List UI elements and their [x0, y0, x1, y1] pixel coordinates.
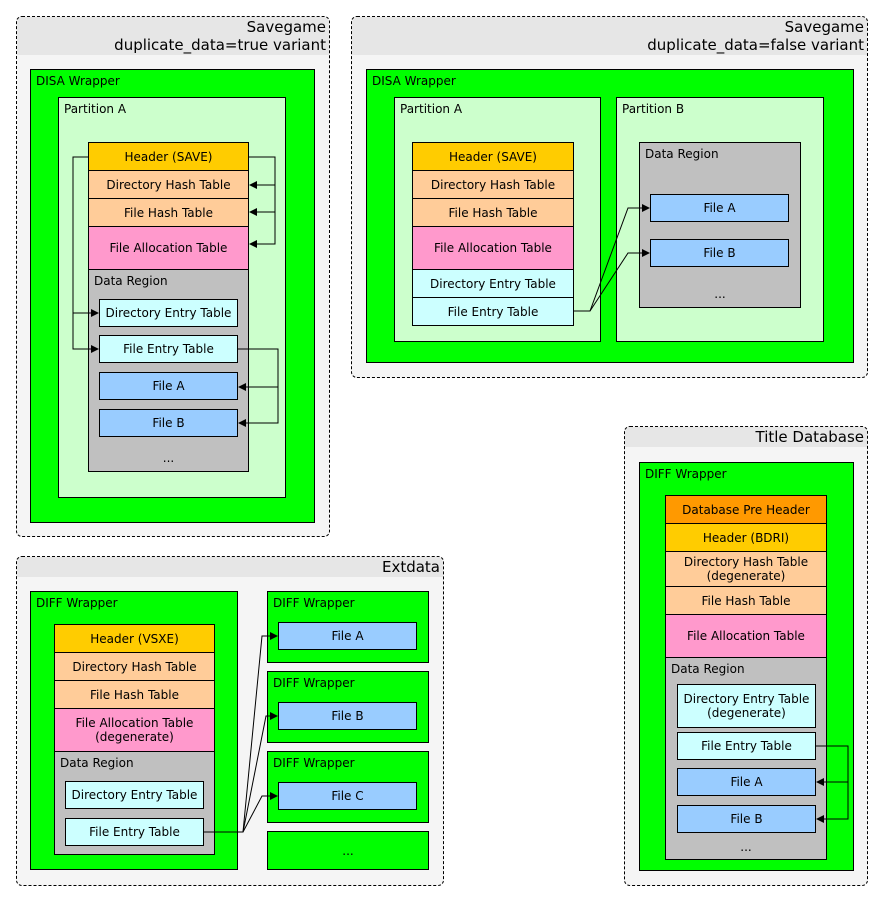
- cell-line: Directory Hash Table: [683, 555, 809, 569]
- header-block: Header (SAVE): [88, 142, 249, 171]
- cell-line: (degenerate): [707, 706, 786, 720]
- file-entry-table: File Entry Table: [99, 335, 238, 363]
- wrapper-label: DISA Wrapper: [36, 74, 120, 88]
- cell-line: Directory Entry Table: [683, 692, 810, 706]
- header-block: Header (VSXE): [54, 624, 215, 653]
- ellipsis: ...: [162, 451, 175, 465]
- file-hash-table: File Hash Table: [54, 680, 215, 709]
- wrapper-label: DIFF Wrapper: [273, 676, 355, 690]
- file-entry-table: File Entry Table: [412, 297, 574, 326]
- group-title: Extdata: [381, 558, 440, 576]
- file-b: File B: [278, 702, 417, 730]
- file-a: File A: [650, 194, 789, 222]
- data-region: Data Region: [639, 142, 801, 308]
- diff-wrapper-more: ...: [267, 831, 429, 870]
- ellipsis: ...: [740, 840, 752, 854]
- group-title: Savegame: [246, 18, 326, 36]
- file-b: File B: [99, 409, 238, 437]
- file-hash-table: File Hash Table: [412, 198, 574, 227]
- group-subtitle: duplicate_data=true variant: [114, 36, 326, 54]
- group-subtitle: duplicate_data=false variant: [647, 36, 864, 54]
- file-a: File A: [99, 372, 238, 400]
- header-block: Header (BDRI): [665, 523, 827, 552]
- cell-line: File Allocation Table: [75, 716, 194, 730]
- cell-line: (degenerate): [706, 569, 786, 583]
- directory-entry-table: Directory Entry Table: [412, 269, 574, 298]
- directory-hash-table: Directory Hash Table: [54, 652, 215, 681]
- file-hash-table: File Hash Table: [88, 198, 249, 227]
- file-allocation-table: File Allocation Table: [665, 614, 827, 658]
- cell-line: (degenerate): [95, 730, 174, 744]
- directory-entry-table: Directory Entry Table (degenerate): [677, 684, 816, 728]
- directory-entry-table: Directory Entry Table: [99, 299, 238, 327]
- file-hash-table: File Hash Table: [665, 586, 827, 615]
- wrapper-label: DIFF Wrapper: [36, 596, 118, 610]
- file-c: File C: [278, 782, 417, 810]
- directory-hash-table: Directory Hash Table: [88, 170, 249, 199]
- wrapper-label: DIFF Wrapper: [273, 756, 355, 770]
- ellipsis: ...: [714, 287, 726, 301]
- header-block: Header (SAVE): [412, 142, 574, 171]
- data-region-label: Data Region: [60, 756, 134, 770]
- file-allocation-table: File Allocation Table (degenerate): [54, 708, 215, 752]
- ellipsis: ...: [342, 843, 354, 858]
- wrapper-label: DIFF Wrapper: [273, 596, 355, 610]
- partition-label: Partition A: [64, 102, 127, 116]
- data-region-label: Data Region: [645, 147, 719, 161]
- partition-a-label: Partition A: [400, 102, 463, 116]
- wrapper-label: DIFF Wrapper: [645, 467, 727, 481]
- file-a: File A: [677, 768, 816, 796]
- directory-hash-table: Directory Hash Table: [412, 170, 574, 199]
- file-entry-table: File Entry Table: [65, 818, 204, 846]
- directory-hash-table: Directory Hash Table (degenerate): [665, 551, 827, 587]
- file-allocation-table: File Allocation Table: [88, 226, 249, 270]
- group-title: Title Database: [755, 428, 865, 446]
- partition-b-label: Partition B: [622, 102, 685, 116]
- data-region-label: Data Region: [671, 662, 745, 676]
- directory-entry-table: Directory Entry Table: [65, 781, 204, 809]
- file-entry-table: File Entry Table: [677, 732, 816, 760]
- file-b: File B: [650, 239, 789, 267]
- file-allocation-table: File Allocation Table: [412, 226, 574, 270]
- file-b: File B: [677, 805, 816, 833]
- database-pre-header: Database Pre Header: [665, 495, 827, 524]
- group-title: Savegame: [784, 18, 864, 36]
- file-a: File A: [278, 622, 417, 650]
- wrapper-label: DISA Wrapper: [372, 74, 456, 88]
- data-region-label: Data Region: [94, 274, 168, 288]
